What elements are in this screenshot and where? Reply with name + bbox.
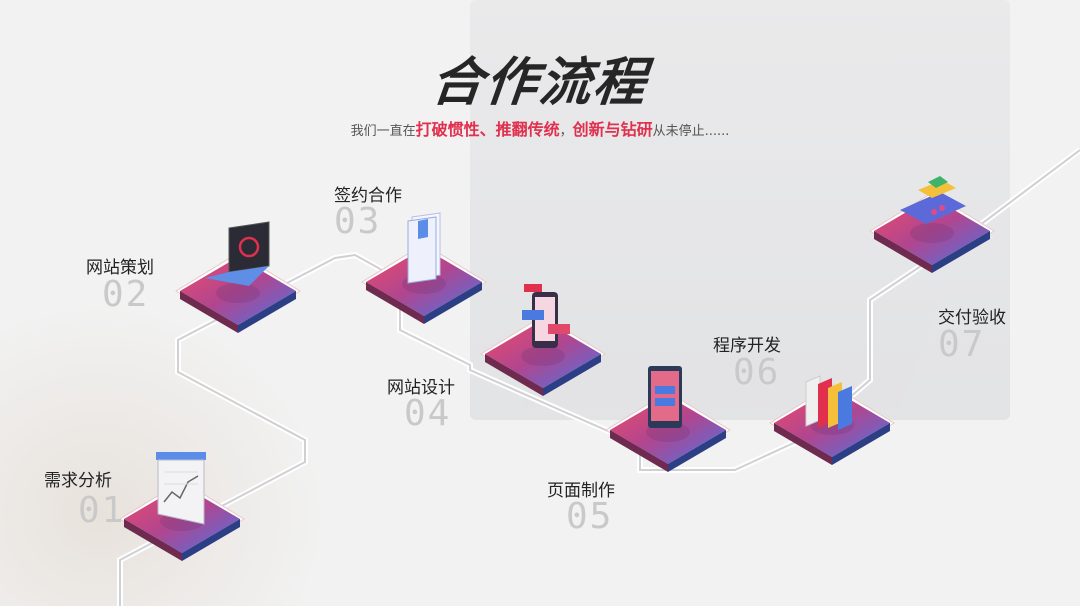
chart-board-icon <box>156 452 206 525</box>
subtitle-text-3: 从未停止...... <box>652 124 730 139</box>
step-label-05: 页面制作 <box>547 481 615 501</box>
step-number-04: 04 <box>404 393 452 434</box>
step-label-06: 程序开发 <box>713 336 781 356</box>
step-label-04: 网站设计 <box>387 378 455 398</box>
payment-terminal-icon <box>900 176 966 224</box>
subtitle-text-1: 我们一直在 <box>350 124 416 139</box>
step-tile-03 <box>361 243 487 324</box>
step-tile-07 <box>869 192 995 273</box>
step-label-07: 交付验收 <box>938 308 1006 328</box>
subtitle-highlight-2: 创新与钻研 <box>572 120 653 139</box>
step-label-02: 网站策划 <box>86 258 154 278</box>
step-tile-01 <box>119 480 245 561</box>
step-tile-02 <box>175 252 301 333</box>
step-number-05: 05 <box>566 496 614 537</box>
subtitle-text-2: ， <box>559 124 573 139</box>
step-label-01: 需求分析 <box>44 471 112 491</box>
step-tile-04 <box>480 315 606 396</box>
document-icon <box>407 212 441 284</box>
step-label-03: 签约合作 <box>334 186 402 206</box>
page-subtitle: 我们一直在打破惯性、推翻传统，创新与钻研从未停止...... <box>0 116 1080 140</box>
page-title: 合作流程 <box>428 53 651 113</box>
folders-icon <box>805 375 852 430</box>
step-number-07: 07 <box>938 324 986 365</box>
step-number-01: 01 <box>78 490 126 531</box>
step-number-02: 02 <box>102 274 150 315</box>
subtitle-highlight-1: 打破惯性、推翻传统 <box>415 120 560 139</box>
phone-chat-icon <box>522 284 570 348</box>
step-number-03: 03 <box>334 201 382 242</box>
laptop-icon <box>205 221 270 286</box>
tablet-icon <box>648 366 682 428</box>
step-number-06: 06 <box>733 352 781 393</box>
